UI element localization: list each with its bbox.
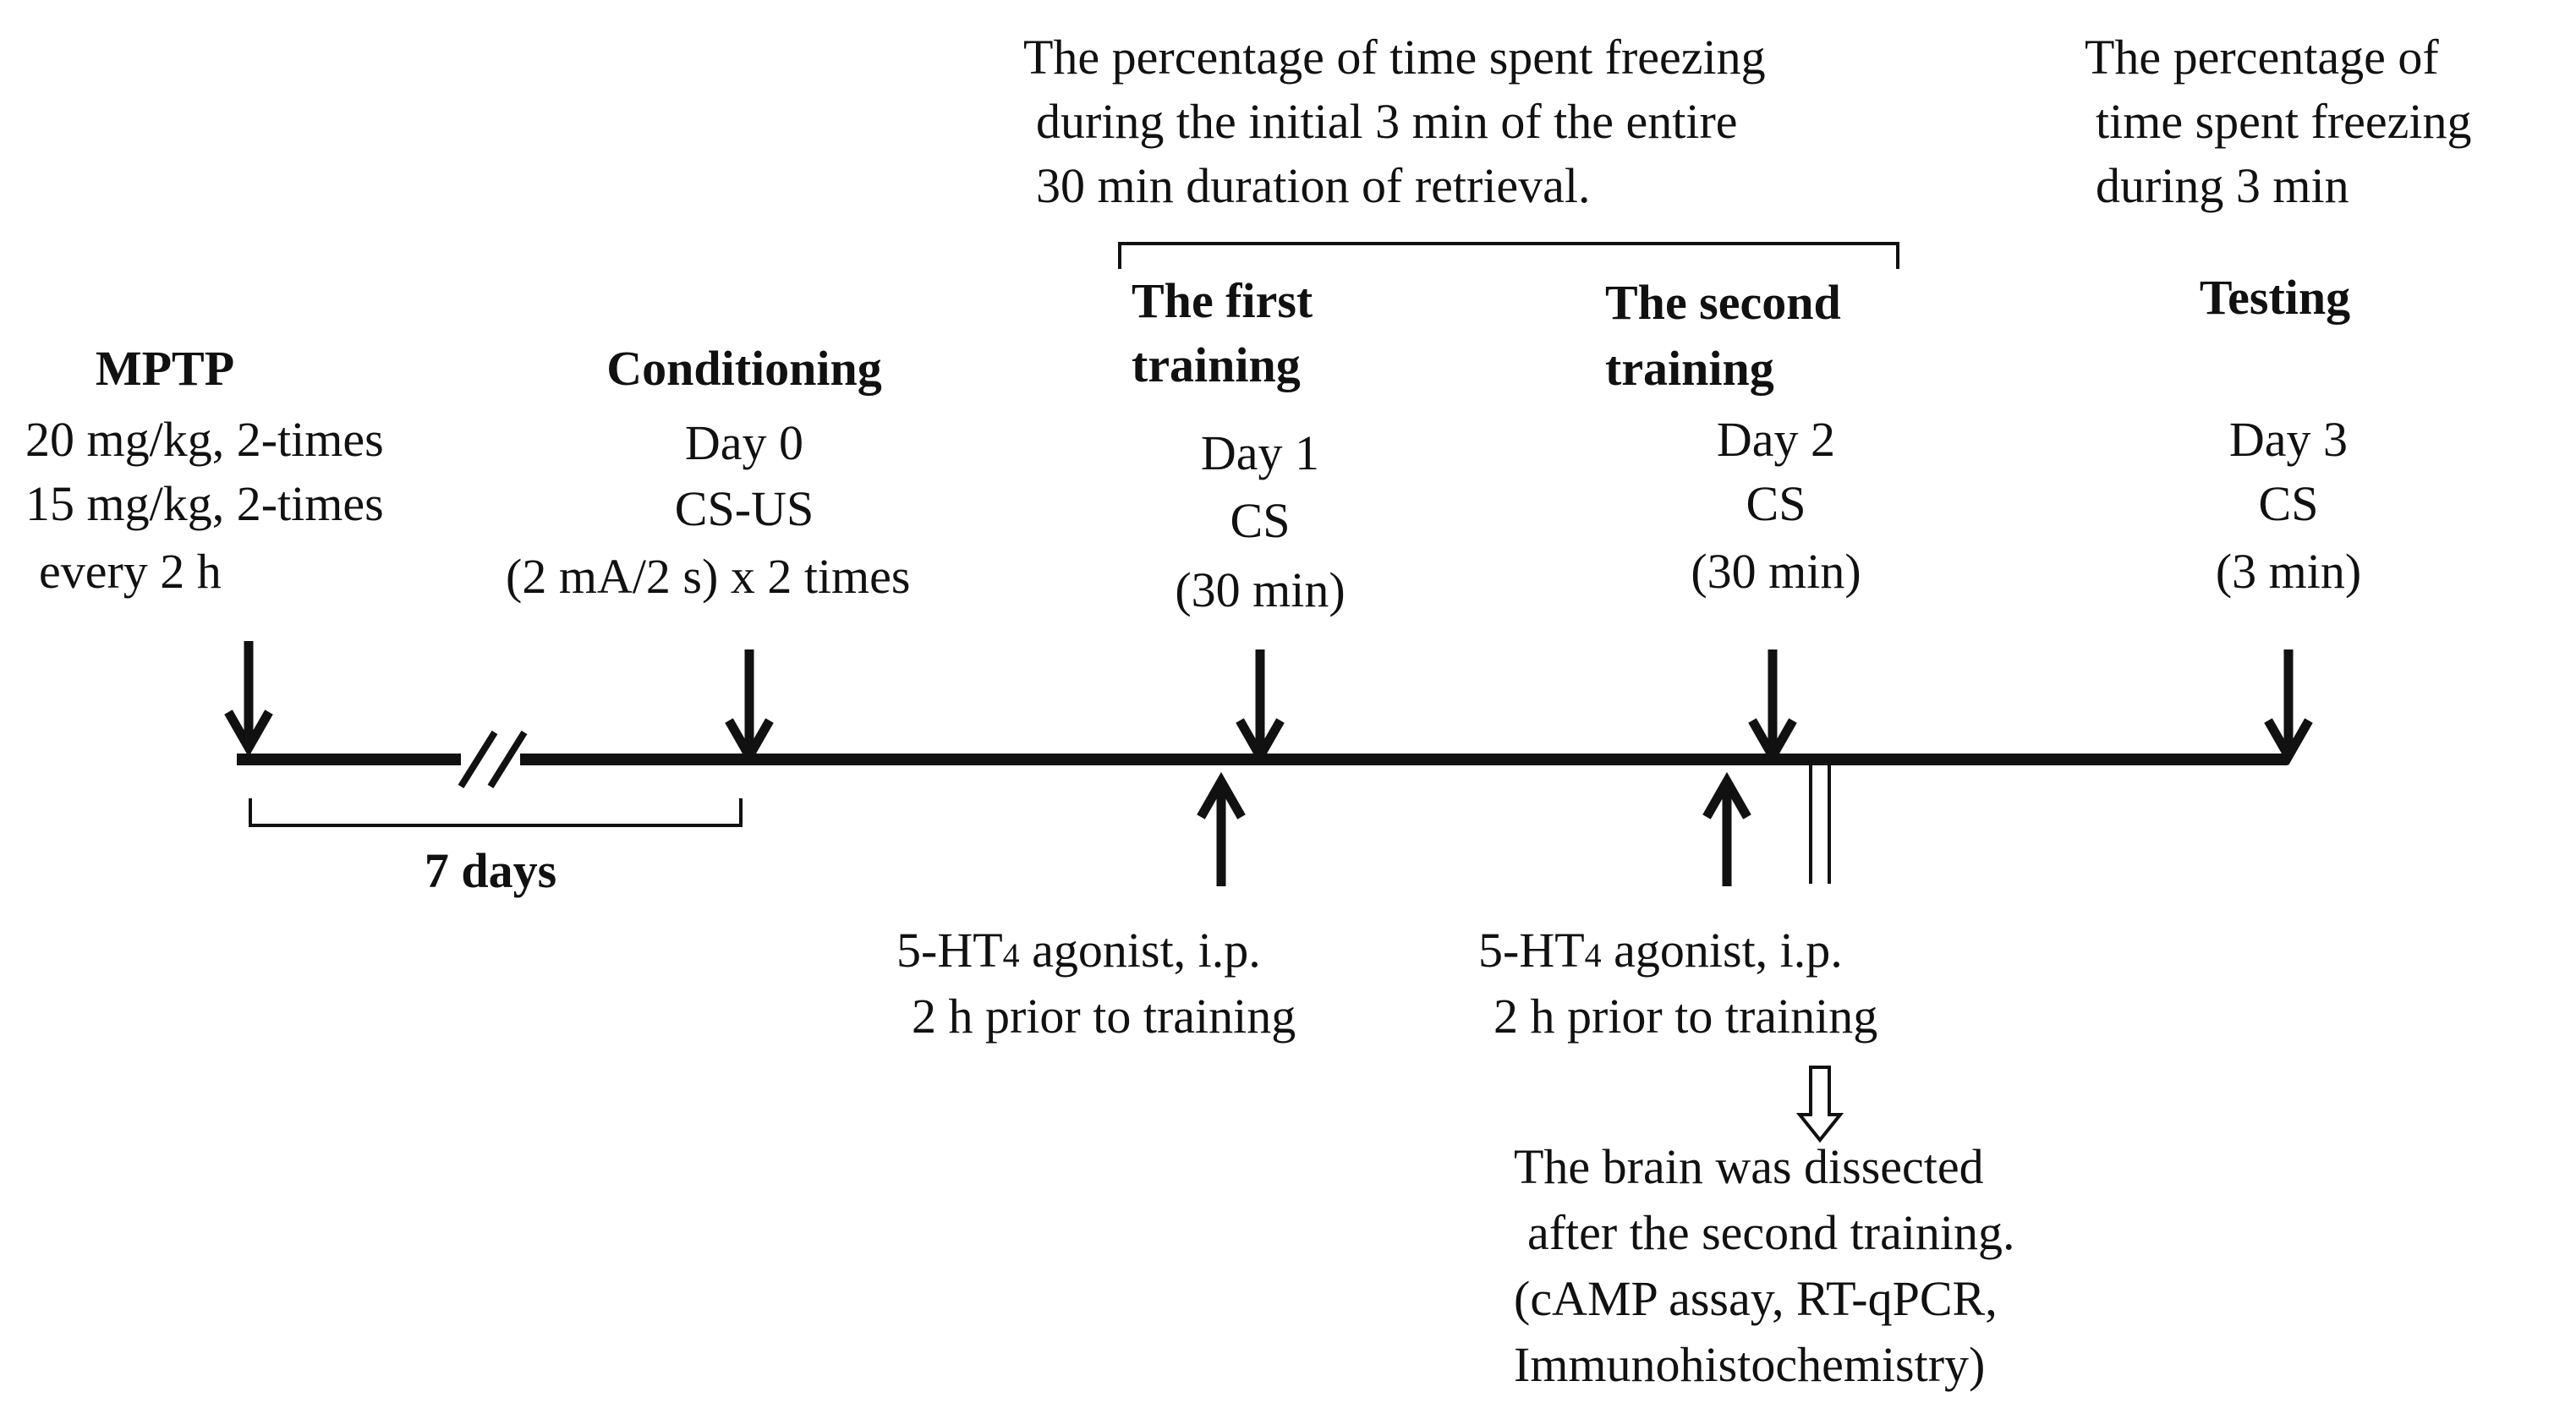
second-training-line-1: Day 2 (1716, 412, 1836, 467)
testing-line-2: CS (2258, 476, 2319, 531)
mptp-line-1: 20 mg/kg, 2-times (25, 412, 384, 467)
retrieval-note-line-2: during the initial 3 min of the entire (1036, 94, 1738, 149)
agonist-note-1-line-2: 2 h prior to training (912, 989, 1296, 1044)
agonist-1-sub: 4 (1002, 936, 1020, 974)
conditioning-title: Conditioning (606, 341, 882, 396)
dissection-note-line-4: Immunohistochemistry) (1514, 1337, 1986, 1392)
arrow-down-testing (2264, 649, 2313, 766)
second-training-title-2: training (1605, 341, 1774, 396)
second-training-line-2: CS (1746, 476, 1806, 531)
testing-line-3: (3 min) (2215, 544, 2362, 599)
dissection-marker (1809, 761, 1831, 884)
mptp-line-2: 15 mg/kg, 2-times (25, 476, 384, 531)
conditioning-line-1: Day 0 (684, 415, 804, 470)
arrow-down-conditioning (725, 649, 774, 766)
dissection-hollow-arrow (1795, 1066, 1844, 1143)
agonist-note-2-line-1: 5-HT4 agonist, i.p. (1478, 917, 1843, 989)
interval-label: 7 days (424, 843, 557, 898)
dissection-note-line-2: after the second training. (1527, 1205, 2015, 1260)
arrow-down-mptp (224, 641, 273, 758)
testing-title: Testing (2199, 270, 2351, 325)
agonist-note-2-line-2: 2 h prior to training (1494, 989, 1878, 1044)
mptp-title: MPTP (95, 341, 235, 396)
mptp-line-3: every 2 h (39, 544, 222, 599)
first-training-line-3: (30 min) (1175, 562, 1346, 617)
arrow-up-agonist-1 (1197, 771, 1246, 886)
second-training-line-3: (30 min) (1691, 544, 1861, 599)
bracket-retrieval (1118, 242, 1899, 269)
arrow-down-first-training (1236, 649, 1285, 766)
agonist-2-prefix: 5-HT (1478, 923, 1585, 978)
first-training-title-2: training (1132, 337, 1301, 392)
first-training-line-1: Day 1 (1200, 425, 1320, 480)
first-training-line-2: CS (1230, 493, 1291, 548)
agonist-2-suffix: agonist, i.p. (1601, 923, 1843, 978)
second-training-title-1: The second (1605, 275, 1841, 330)
conditioning-line-2: CS-US (674, 481, 814, 536)
testing-line-1: Day 3 (2228, 412, 2349, 467)
arrow-up-agonist-2 (1702, 771, 1751, 886)
retrieval-note-line-1: The percentage of time spent freezing (1023, 30, 1766, 85)
conditioning-line-3: (2 mA/2 s) x 2 times (506, 549, 911, 604)
agonist-1-prefix: 5-HT (896, 923, 1003, 978)
testing-note-line-1: The percentage of (2085, 30, 2439, 85)
agonist-1-suffix: agonist, i.p. (1019, 923, 1261, 978)
agonist-note-1-line-1: 5-HT4 agonist, i.p. (896, 917, 1261, 989)
dissection-note-line-3: (cAMP assay, RT-qPCR, (1514, 1271, 1998, 1326)
first-training-title-1: The first (1132, 273, 1313, 328)
arrow-down-second-training (1748, 649, 1797, 766)
testing-note-line-3: during 3 min (2096, 158, 2349, 213)
timeline-break-mark (458, 730, 528, 789)
dissection-note-line-1: The brain was dissected (1514, 1139, 1984, 1194)
bracket-7-days (249, 798, 743, 827)
testing-note-line-2: time spent freezing (2096, 94, 2472, 149)
retrieval-note-line-3: 30 min duration of retrieval. (1036, 158, 1591, 213)
agonist-2-sub: 4 (1584, 936, 1602, 974)
